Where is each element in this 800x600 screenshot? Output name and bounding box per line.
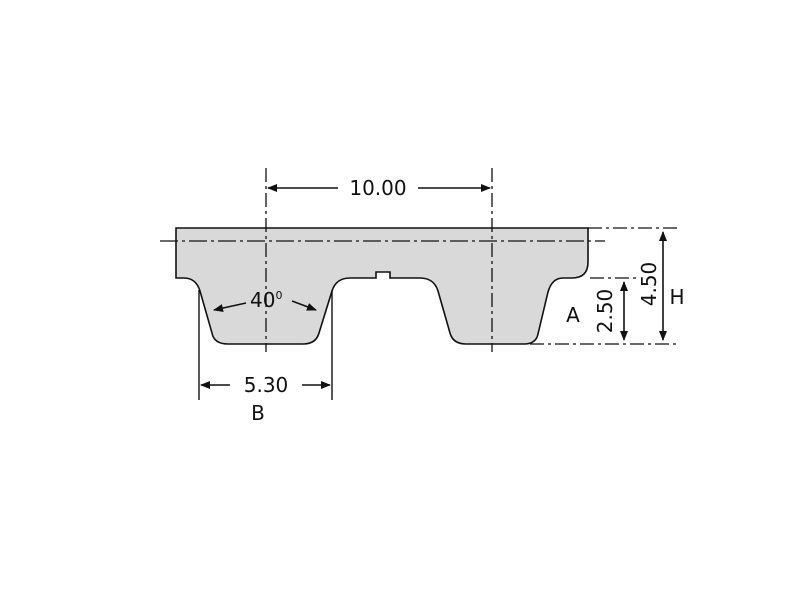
tooth-width-label: 5.30 xyxy=(244,373,289,397)
pitch-label: 10.00 xyxy=(349,176,406,200)
total-height-label: 4.50 xyxy=(637,262,661,307)
angle-arrow-right xyxy=(291,300,317,311)
tooth-height-label: 2.50 xyxy=(593,289,617,334)
angle-arrow-left xyxy=(213,302,247,312)
label-h: H xyxy=(669,285,684,309)
tooth-angle-label: 400 xyxy=(250,288,282,312)
label-b: B xyxy=(251,401,265,425)
label-a: A xyxy=(566,303,580,327)
belt-body xyxy=(175,227,589,345)
